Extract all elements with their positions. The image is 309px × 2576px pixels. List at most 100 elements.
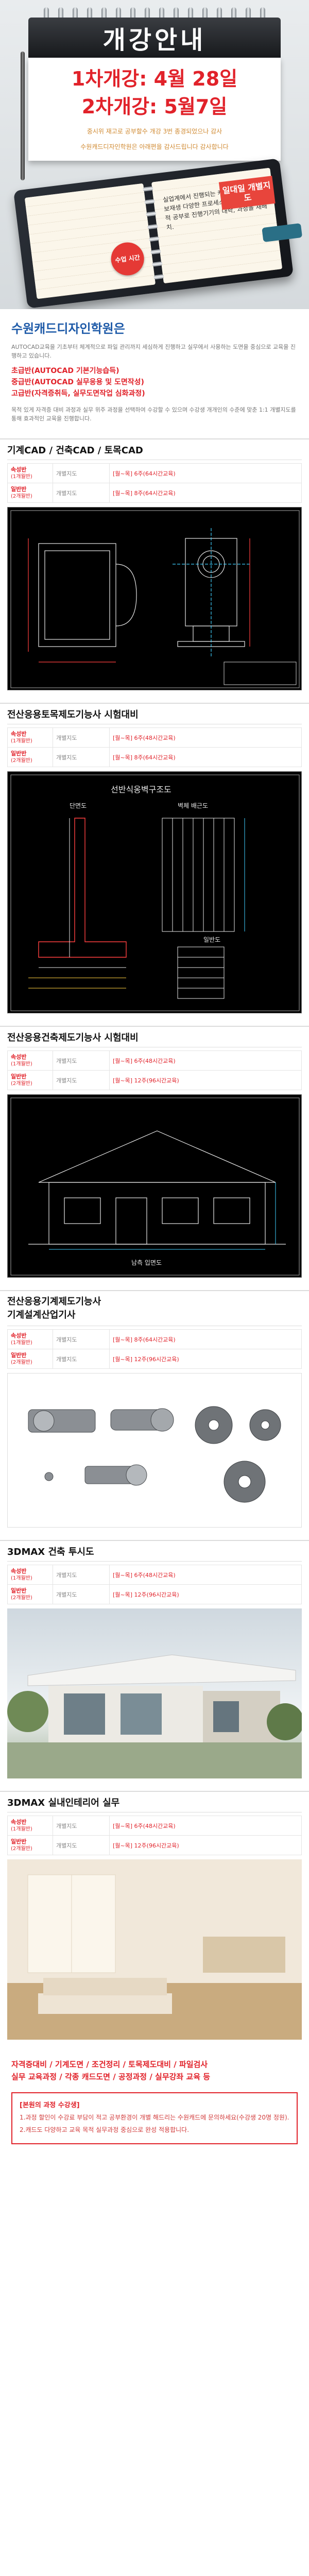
row-label: 속성반(1개월반): [7, 463, 53, 483]
row-label: 일반반(2개월반): [7, 1070, 53, 1090]
schedule-table: 속성반(1개월반) 개별지도 [월~목] 6주(64시간교육) 일반반(2개월반…: [7, 463, 302, 503]
table-row: 일반반(2개월반) 개별지도 [월~목] 8주(64시간교육): [7, 483, 302, 503]
cad-drawing-mechanical: [7, 507, 302, 690]
table-row: 속성반(1개월반) 개별지도 [월~목] 8주(64시간교육): [7, 1329, 302, 1349]
course-level-list: 초급반(AUTOCAD 기본기능습득) 중급반(AUTOCAD 실무응용 및 도…: [11, 365, 298, 399]
row-time: [월~목] 6주(48시간교육): [109, 1565, 302, 1585]
intro-title: 수원캐드디자인학원은: [11, 321, 125, 336]
notice-box: [본원의 과정 수강생] 1.과정 할인이 수강료 부담이 적고 공부환경이 개…: [11, 2092, 298, 2144]
section-3dmax-interior: 3DMAX 실내인테리어 실무 속성반(1개월반) 개별지도 [월~목] 6주(…: [0, 1791, 309, 2047]
row-label: 속성반(1개월반): [7, 1565, 53, 1585]
schedule-table: 속성반(1개월반) 개별지도 [월~목] 6주(48시간교육) 일반반(2개월반…: [7, 1050, 302, 1090]
notebook-graphic: 실업계에서 진행되는 캐드 제도에서 정보재생 다양한 프로세스를 다양한 이론…: [13, 158, 303, 309]
architecture-3d-render: [7, 1608, 302, 1778]
intro-paragraph-1: AUTOCAD교육을 기초부터 체계적으로 파일 관리까지 세심하게 진행하고 …: [11, 344, 296, 359]
row-label: 일반반(2개월반): [7, 1349, 53, 1369]
row-type: 개별지도: [53, 1565, 110, 1585]
notice-item-1: 1.과정 할인이 수강료 부담이 적고 공부환경이 개별 해드리는 수원캐드에 …: [20, 2114, 289, 2121]
section-cad: 기계CAD / 건축CAD / 토목CAD 속성반(1개월반) 개별지도 [월~…: [0, 438, 309, 698]
row-label: 속성반(1개월반): [7, 1329, 53, 1349]
calendar-rings: [44, 7, 265, 21]
row-type: 개별지도: [53, 1584, 110, 1604]
table-row: 일반반(2개월반) 개별지도 [월~목] 12주(96시간교육): [7, 1349, 302, 1369]
row-type: 개별지도: [53, 1070, 110, 1090]
row-label: 일반반(2개월반): [7, 483, 53, 503]
schedule-table: 속성반(1개월반) 개별지도 [월~목] 6주(48시간교육) 일반반(2개월반…: [7, 1816, 302, 1855]
drawing-title: 선반식옹벽구조도: [111, 785, 171, 794]
row-label: 일반반(2개월반): [7, 1835, 53, 1855]
section-header: 기계CAD / 건축CAD / 토목CAD: [7, 439, 302, 460]
page: 개강안내 1차개강: 4월 28일 2차개강: 5월7일 중시위 재고로 공부할…: [0, 0, 309, 2144]
footer-summary: 자격증대비 / 기계도면 / 조건정리 / 토목제도대비 / 파일검사 실무 교…: [0, 2052, 309, 2089]
row-type: 개별지도: [53, 1835, 110, 1855]
row-time: [월~목] 12주(96시간교육): [109, 1070, 302, 1090]
row-time: [월~목] 12주(96시간교육): [109, 1835, 302, 1855]
mechanical-parts-render: [7, 1373, 302, 1528]
section-title: 전산응용토목제도기능사 시험대비: [7, 709, 139, 720]
drawing-sub-general: 일반도: [203, 936, 220, 943]
row-time: [월~목] 6주(64시간교육): [109, 463, 302, 483]
row-label: 속성반(1개월반): [7, 1050, 53, 1071]
row-type: 개별지도: [53, 1349, 110, 1369]
row-type: 개별지도: [53, 463, 110, 483]
first-opening-date: 1차개강: 4월 28일: [71, 67, 238, 90]
section-3dmax-architecture: 3DMAX 건축 투시도 속성반(1개월반) 개별지도 [월~목] 6주(48시…: [0, 1540, 309, 1786]
intro-section: 수원캐드디자인학원은 AUTOCAD교육을 기초부터 체계적으로 파일 관리까지…: [0, 309, 309, 438]
row-type: 개별지도: [53, 483, 110, 503]
section-title: 3DMAX 건축 투시도: [7, 1546, 94, 1557]
hero-note-2: 수원캐드디자인학원은 아래편을 감사드립니다 감사합니다: [80, 143, 229, 150]
section-architecture-drafting: 전산응용건축제도기능사 시험대비 속성반(1개월반) 개별지도 [월~목] 6주…: [0, 1026, 309, 1285]
table-row: 일반반(2개월반) 개별지도 [월~목] 12주(96시간교육): [7, 1584, 302, 1604]
second-opening-date: 2차개강: 5월7일: [81, 95, 228, 118]
drawing-title: 남측 입면도: [131, 1259, 162, 1266]
calendar-body: 1차개강: 4월 28일 2차개강: 5월7일 중시위 재고로 공부할수 개강 …: [28, 58, 281, 161]
row-time: [월~목] 6주(48시간교육): [109, 1816, 302, 1836]
row-type: 개별지도: [53, 1050, 110, 1071]
course-level-intermediate: 중급반(AUTOCAD 실무응용 및 도면작성): [11, 378, 144, 386]
section-title-1: 전산응용기계제도기능사: [7, 1296, 101, 1307]
interior-3d-render: [7, 1859, 302, 2040]
row-type: 개별지도: [53, 1329, 110, 1349]
architecture-drawing-svg: 남측 입면도: [10, 1097, 300, 1276]
table-row: 일반반(2개월반) 개별지도 [월~목] 12주(96시간교육): [7, 1835, 302, 1855]
row-label: 속성반(1개월반): [7, 727, 53, 748]
row-type: 개별지도: [53, 727, 110, 748]
section-header: 3DMAX 실내인테리어 실무: [7, 1792, 302, 1812]
section-header: 전산응용건축제도기능사 시험대비: [7, 1027, 302, 1047]
notice-title: [본원의 과정 수강생]: [20, 2102, 80, 2109]
row-time: [월~목] 8주(64시간교육): [109, 747, 302, 767]
intro-paragraph-2: 목적 있게 자격증 대비 과정과 실무 위주 과정을 선택하여 수강할 수 있으…: [11, 406, 296, 422]
footer-line-1: 자격증대비 / 기계도면 / 조건정리 / 토목제도대비 / 파일검사: [11, 2060, 208, 2069]
calendar-header: 개강안내: [28, 18, 281, 58]
section-civil-drafting: 전산응용토목제도기능사 시험대비 속성반(1개월반) 개별지도 [월~목] 6주…: [0, 703, 309, 1021]
drawing-sub-section: 단면도: [70, 802, 87, 809]
row-time: [월~목] 8주(64시간교육): [109, 483, 302, 503]
schedule-table: 속성반(1개월반) 개별지도 [월~목] 6주(48시간교육) 일반반(2개월반…: [7, 1565, 302, 1604]
course-level-advanced: 고급반(자격증취득, 실무도면작업 심화과정): [11, 389, 145, 398]
schedule-table: 속성반(1개월반) 개별지도 [월~목] 8주(64시간교육) 일반반(2개월반…: [7, 1329, 302, 1369]
row-label: 일반반(2개월반): [7, 1584, 53, 1604]
table-row: 속성반(1개월반) 개별지도 [월~목] 6주(48시간교육): [7, 1050, 302, 1071]
row-type: 개별지도: [53, 747, 110, 767]
cad-drawing-architecture: 남측 입면도: [7, 1094, 302, 1278]
mechanical-parts-svg: [28, 1406, 281, 1503]
interior-render-svg: [7, 1859, 302, 2040]
calendar-graphic: 개강안내 1차개강: 4월 28일 2차개강: 5월7일 중시위 재고로 공부할…: [28, 7, 281, 161]
pen-icon: [21, 52, 25, 180]
section-header: 전산응용기계제도기능사 기계설계산업기사: [7, 1291, 302, 1326]
civil-drawing-svg: 선반식옹벽구조도 단면도 벽체 배근도 일반도: [10, 774, 300, 1011]
section-title: 기계CAD / 건축CAD / 토목CAD: [7, 445, 143, 456]
row-label: 속성반(1개월반): [7, 1816, 53, 1836]
hero-title: 개강안내: [102, 26, 207, 55]
row-time: [월~목] 6주(48시간교육): [109, 727, 302, 748]
table-row: 일반반(2개월반) 개별지도 [월~목] 8주(64시간교육): [7, 747, 302, 767]
drawing-sub-rebar: 벽체 배근도: [178, 802, 208, 809]
table-row: 속성반(1개월반) 개별지도 [월~목] 6주(64시간교육): [7, 463, 302, 483]
hero-note-1: 중시위 재고로 공부할수 개강 3번 종경되었으나 감사: [87, 128, 222, 135]
table-row: 속성반(1개월반) 개별지도 [월~목] 6주(48시간교육): [7, 727, 302, 748]
table-row: 일반반(2개월반) 개별지도 [월~목] 12주(96시간교육): [7, 1070, 302, 1090]
hero-banner: 개강안내 1차개강: 4월 28일 2차개강: 5월7일 중시위 재고로 공부할…: [0, 0, 309, 309]
section-header: 3DMAX 건축 투시도: [7, 1541, 302, 1562]
section-mechanical-drafting: 전산응용기계제도기능사 기계설계산업기사 속성반(1개월반) 개별지도 [월~목…: [0, 1290, 309, 1535]
section-header: 전산응용토목제도기능사 시험대비: [7, 704, 302, 724]
